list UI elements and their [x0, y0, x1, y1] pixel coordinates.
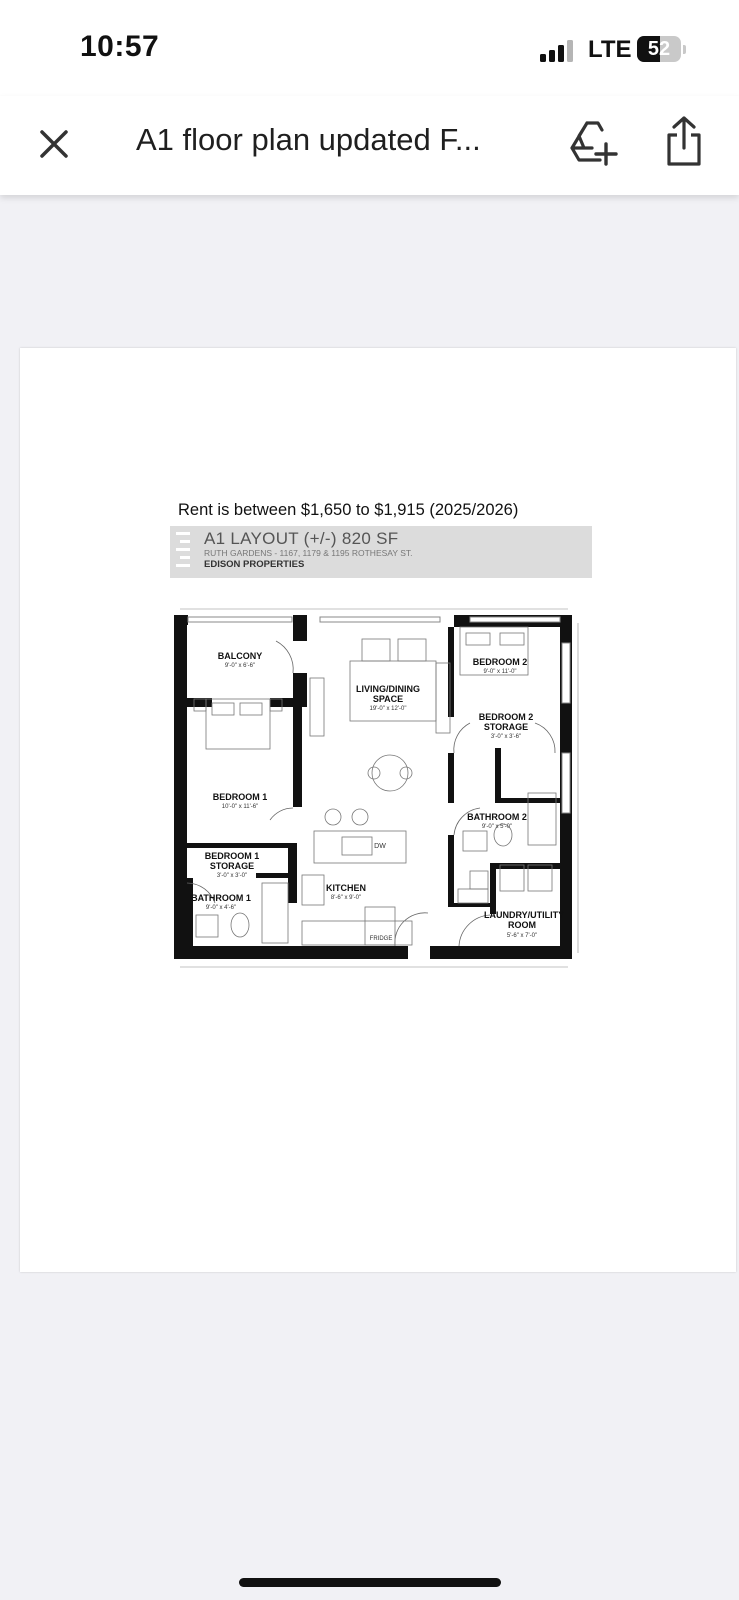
share-icon	[667, 116, 701, 166]
plan-header: A1 LAYOUT (+/-) 820 SF RUTH GARDENS - 11…	[170, 526, 592, 578]
room-dims-kitchen: 8'-6" x 9'-0"	[330, 895, 362, 901]
add-to-drive-icon	[570, 121, 618, 166]
status-time: 10:57	[80, 30, 160, 63]
room-dims-bathroom-1: 9'-0" x 4'-6"	[205, 905, 237, 911]
status-bar: 10:57 LTE 52	[0, 0, 739, 96]
rent-note: Rent is between $1,650 to $1,915 (2025/2…	[178, 501, 519, 519]
room-label-bathroom-2: BATHROOM 2	[467, 812, 527, 822]
room-label-bedroom-1-storage: BEDROOM 1 STORAGE	[204, 851, 260, 871]
document-page: Rent is between $1,650 to $1,915 (2025/2…	[20, 348, 736, 1272]
app-bar: A1 floor plan updated F...	[0, 96, 739, 195]
room-label-kitchen: KITCHEN	[326, 883, 366, 893]
room-dims-bedroom-2: 9'-0" x 11'-0"	[483, 669, 517, 675]
room-label-laundry-utility: LAUNDRY/UTILITY ROOM	[484, 910, 565, 930]
room-label-bathroom-1: BATHROOM 1	[191, 893, 251, 903]
room-dims-bedroom-2-storage: 3'-0" x 3'-6"	[490, 734, 522, 740]
room-label-bedroom-2: BEDROOM 2	[472, 657, 528, 667]
share-button[interactable]	[660, 114, 708, 170]
home-indicator[interactable]	[239, 1578, 501, 1587]
room-dims-bedroom-1-storage: 3'-0" x 3'-0"	[216, 873, 248, 879]
close-icon	[40, 130, 68, 158]
floor-plan-drawing	[174, 608, 579, 968]
fridge-label: FRIDGE	[369, 936, 393, 942]
room-label-balcony: BALCONY	[217, 651, 263, 661]
room-dims-bedroom-1: 10'-0" x 11'-6"	[221, 804, 259, 810]
room-dims-balcony: 9'-0" x 6'-6"	[224, 663, 256, 669]
room-dims-living-dining: 19'-0" x 12'-0"	[369, 706, 407, 712]
signal-icon	[540, 40, 576, 62]
battery-icon: 52	[637, 36, 687, 62]
company-name: EDISON PROPERTIES	[204, 559, 305, 570]
layout-subtitle: RUTH GARDENS - 1167, 1179 & 1195 ROTHESA…	[204, 548, 413, 558]
battery-level: 52	[647, 38, 671, 60]
room-label-bedroom-2-storage: BEDROOM 2 STORAGE	[478, 712, 534, 732]
dishwasher-label: DW	[374, 843, 386, 850]
add-to-drive-button[interactable]	[568, 118, 618, 168]
close-button[interactable]	[30, 120, 78, 168]
layout-title: A1 LAYOUT (+/-) 820 SF	[204, 529, 399, 548]
room-dims-bathroom-2: 9'-0" x 5'-0"	[481, 824, 513, 830]
room-label-bedroom-1: BEDROOM 1	[212, 792, 268, 802]
room-dims-laundry-utility: 5'-6" x 7'-0"	[506, 933, 538, 939]
network-label: LTE	[588, 36, 632, 63]
room-label-living-dining: LIVING/DINING SPACE	[355, 684, 420, 704]
document-title: A1 floor plan updated F...	[136, 122, 481, 157]
